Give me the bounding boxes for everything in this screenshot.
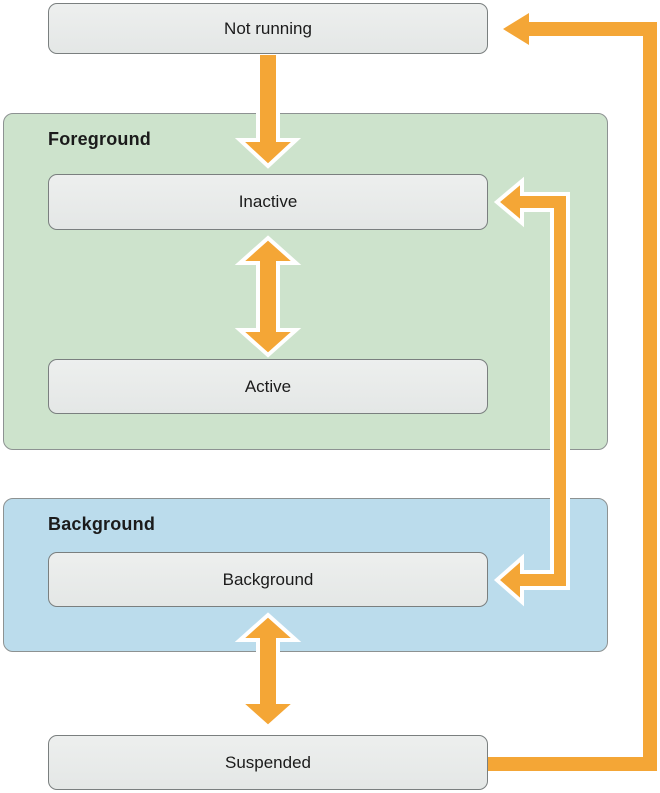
foreground-group-label: Foreground — [48, 129, 151, 149]
state-active: Active — [48, 359, 488, 414]
state-inactive: Inactive — [48, 174, 488, 230]
state-suspended: Suspended — [48, 735, 488, 790]
state-active-label: Active — [244, 376, 292, 396]
background-group-label: Background — [48, 514, 156, 534]
state-inactive-label: Inactive — [238, 192, 298, 211]
state-background-label: Background — [222, 569, 314, 589]
arrow-inactive-background-bracket — [493, 176, 570, 607]
state-background: Background — [48, 552, 488, 607]
arrow-not-running-to-inactive — [234, 51, 302, 169]
state-suspended-label: Suspended — [224, 752, 312, 772]
arrow-background-suspended-two-way — [234, 612, 302, 730]
arrow-inactive-active-two-way — [234, 235, 302, 358]
state-not-running: Not running — [48, 3, 488, 54]
state-not-running-label: Not running — [224, 18, 312, 38]
arrow-suspended-to-not-running — [488, 13, 657, 771]
